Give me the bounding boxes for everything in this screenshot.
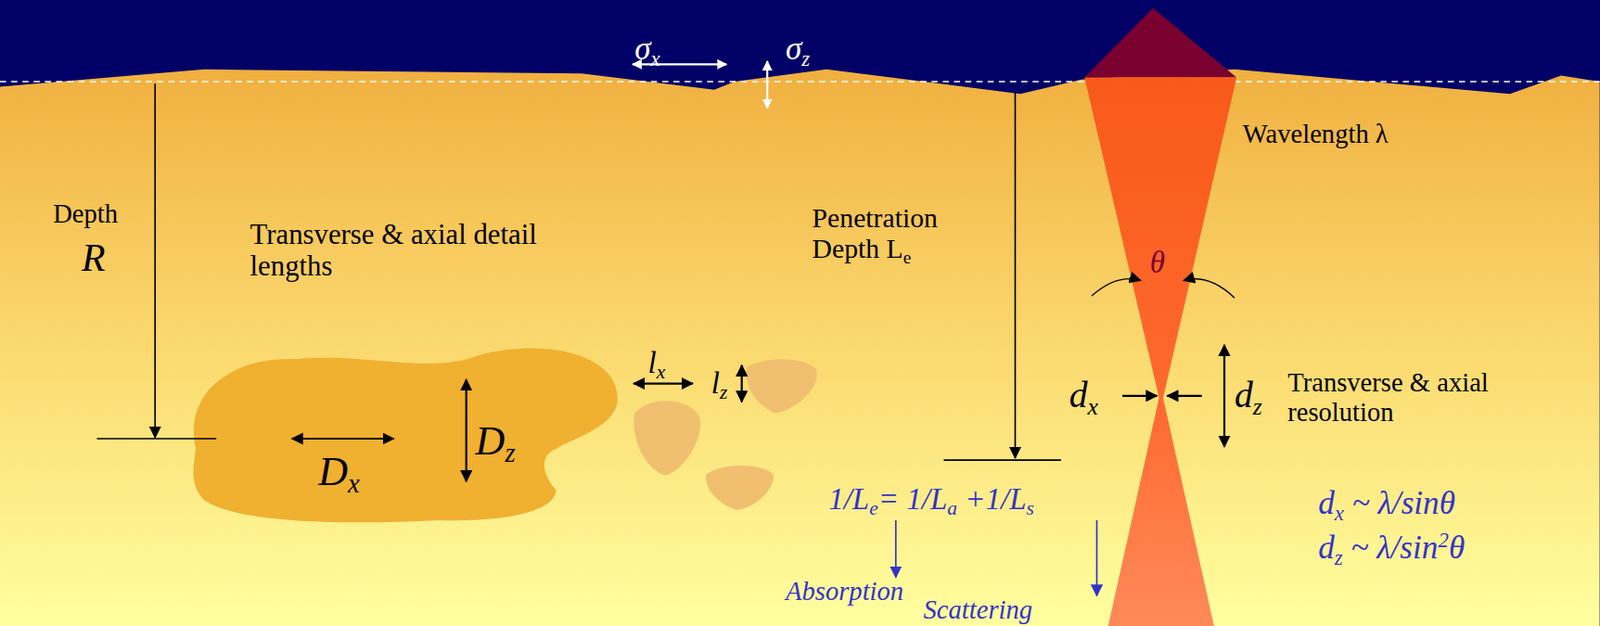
depth-label: Depth [52,200,118,230]
penetration-arrow [1014,91,1017,459]
dimension-label: lx [648,345,666,384]
formula: dz ~ λ/sin2θ [1318,528,1465,571]
subscript: x [1088,393,1099,421]
resolution-symbol: dz [1234,375,1263,421]
resolution-arrow [1223,345,1226,448]
depth-level [97,437,218,440]
dimension-label: Dx [318,448,359,500]
subscript: x [347,469,360,500]
small-feature [705,465,774,511]
subscript: e [869,498,879,520]
dimension-arrow [633,383,693,385]
subscript: x [651,46,661,70]
dimension-label: Dz [475,418,516,469]
angle-label: θ [1150,244,1165,279]
penetration-level [944,459,1063,461]
beam-source [1084,8,1237,78]
sample-ground [0,69,1600,626]
roughness-label: σz [785,30,810,71]
dimension-arrow [465,379,468,482]
subscript: z [1334,545,1344,569]
resolution-arrow [1166,395,1202,397]
formula: 1/Le= 1/La +1/Ls [828,481,1035,520]
dimension-arrow [292,437,395,440]
resolution-arrow [1122,395,1157,397]
term-arrow [895,520,897,578]
dimension-arrow [741,365,743,403]
large-feature [193,348,618,524]
angle-arrow [1091,279,1141,296]
resolution-symbol: dx [1069,375,1099,421]
subscript: z [719,381,728,403]
term-label: Absorption [785,577,904,607]
term-label: Scattering [923,595,1034,625]
mean-surface [0,80,1600,83]
subscript: x [1334,500,1344,525]
small-feature [745,358,817,413]
detail-label: Transverse & axial detail lengths [250,219,567,283]
subscript: z [1253,393,1263,421]
depth-arrow [153,83,156,438]
angle-arrow [1183,279,1235,298]
wavelength-label: Wavelength λ [1242,120,1389,150]
subscript: x [656,360,666,383]
subscript: s [1026,498,1035,520]
dimension-label: lz [711,365,729,404]
resolution-label: Transverse & axial resolution [1287,369,1584,428]
small-feature [633,400,701,475]
subscript: a [947,498,958,520]
focused-beam [1084,77,1237,626]
depth-symbol: R [81,236,106,280]
subscript: z [504,438,515,469]
superscript: 2 [1437,527,1448,551]
roughness-label: σx [634,30,661,71]
formula: dx ~ λ/sinθ [1318,486,1456,526]
subscript: z [801,46,810,70]
penetration-label: Penetration Depth Le [812,204,1007,268]
term-arrow [1096,520,1099,596]
roughness-arrow [766,61,768,109]
subscript: e [903,246,912,268]
